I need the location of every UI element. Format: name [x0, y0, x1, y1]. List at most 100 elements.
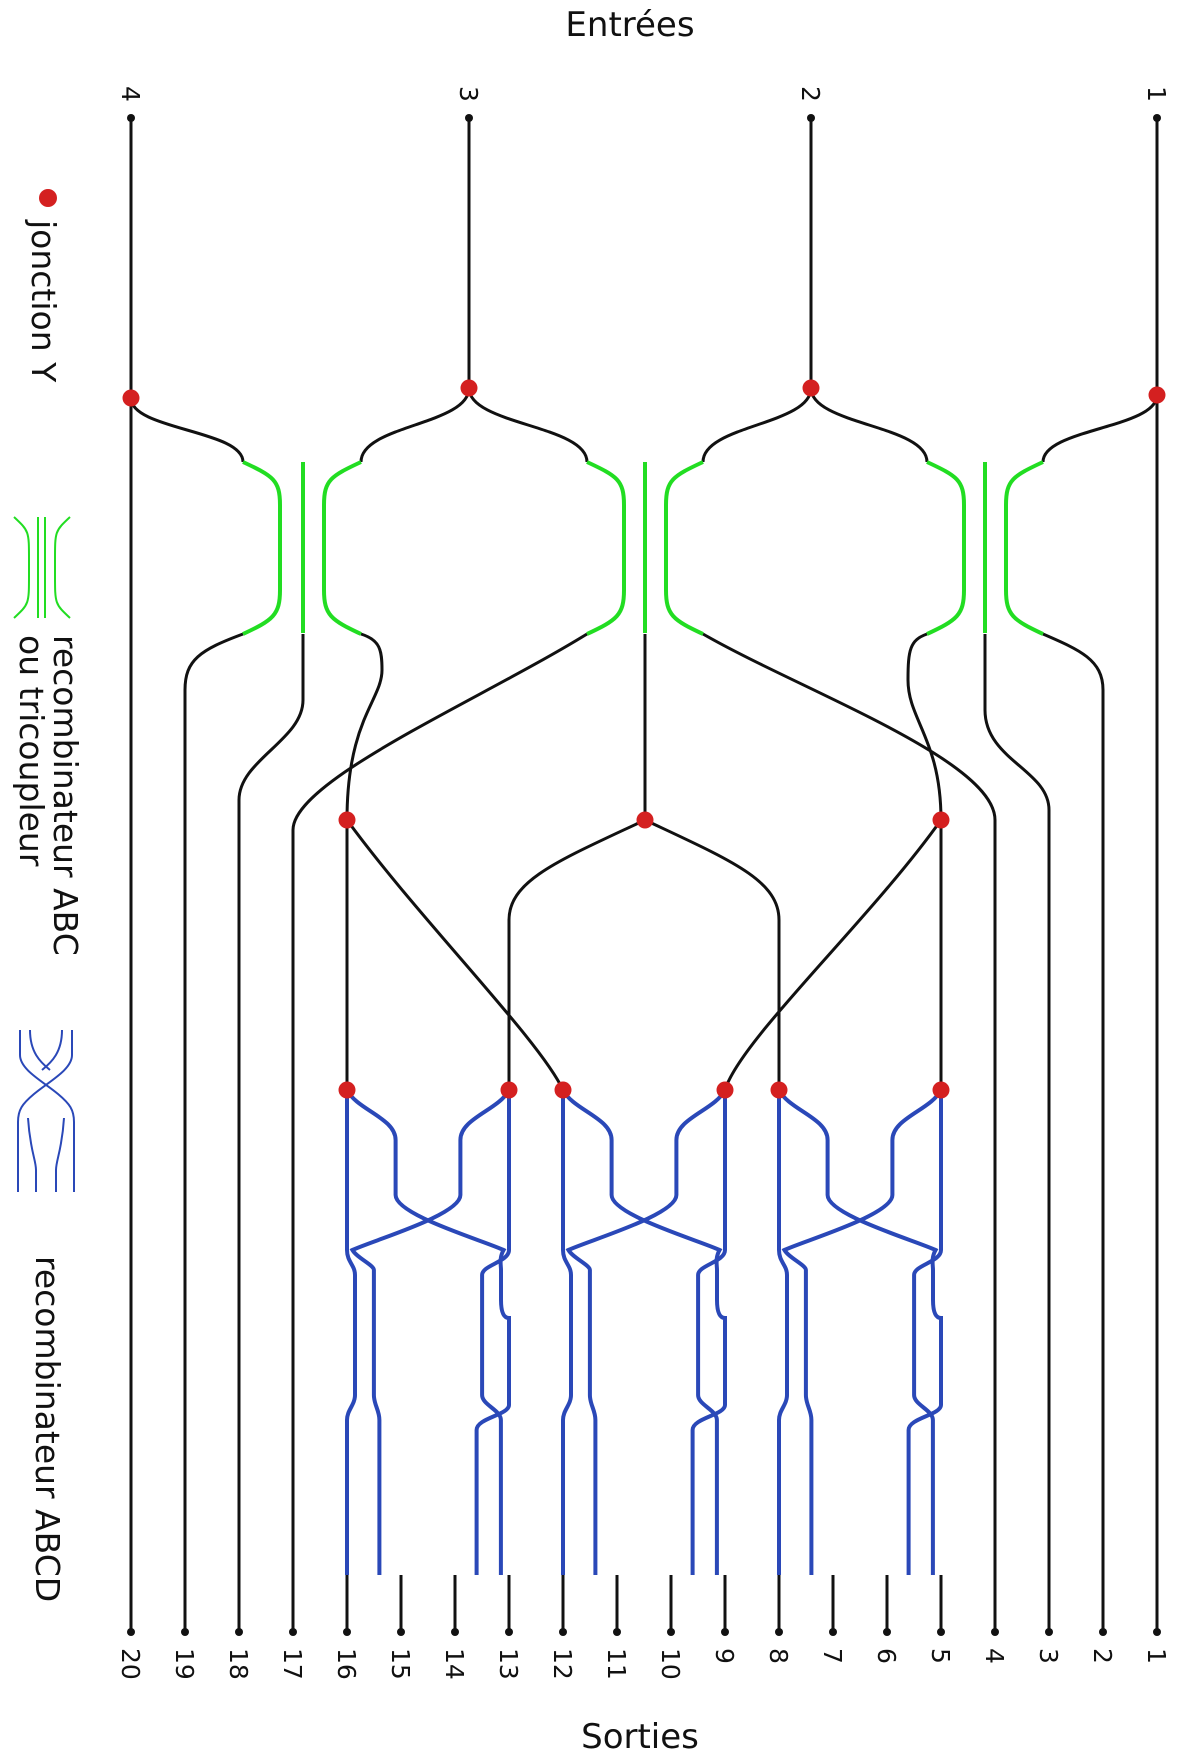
- output-label: 3: [1034, 1648, 1063, 1664]
- output-port-dot: [343, 1628, 351, 1636]
- output-label: 20: [116, 1648, 145, 1680]
- output-port-dot: [775, 1628, 783, 1636]
- inputs-title: Entrées: [565, 5, 694, 45]
- waveguides: [129, 118, 1159, 1632]
- abc-recombiner: [586, 460, 704, 636]
- y-junction-dot: [770, 1081, 788, 1099]
- waveguide: [507, 818, 646, 1090]
- waveguide: [183, 632, 244, 1632]
- y-junction-dot: [932, 811, 950, 829]
- output-port-dot: [667, 1628, 675, 1636]
- output-label: 14: [440, 1648, 469, 1680]
- legend-y-junction-dot: [39, 189, 57, 207]
- input-label: 1: [1142, 86, 1171, 102]
- legend-abc-label-2: ou tricoupleur: [12, 635, 51, 867]
- output-label: 12: [548, 1648, 577, 1680]
- waveguide: [345, 819, 565, 1091]
- y-junction-dot: [554, 1081, 572, 1099]
- legend-abc-icon: [13, 516, 71, 619]
- output-label: 16: [332, 1648, 361, 1680]
- output-port-dot: [721, 1628, 729, 1636]
- waveguide: [1041, 394, 1159, 463]
- output-port-dot: [1099, 1628, 1107, 1636]
- y-junction-dot: [636, 811, 654, 829]
- input-port-dot: [807, 114, 815, 122]
- waveguide: [644, 818, 781, 1090]
- waveguide: [359, 387, 471, 463]
- output-port-dot: [235, 1628, 243, 1636]
- abcd-recombiner: [345, 1088, 511, 1575]
- output-port-dot: [1153, 1628, 1161, 1636]
- output-port-dot: [559, 1628, 567, 1636]
- y-junction-dot: [802, 379, 820, 397]
- output-port-dot: [397, 1628, 405, 1636]
- output-label: 15: [386, 1648, 415, 1680]
- waveguide: [467, 387, 589, 463]
- abc-recombiner: [242, 460, 362, 636]
- input-label: 4: [116, 86, 145, 102]
- legend-abc-label: recombinateur ABC: [46, 635, 85, 956]
- waveguide: [129, 397, 245, 463]
- output-port-dot: [937, 1628, 945, 1636]
- output-label: 1: [1142, 1648, 1171, 1664]
- output-port-dot: [883, 1628, 891, 1636]
- output-label: 6: [872, 1648, 901, 1664]
- y-junction-dot: [338, 1081, 356, 1099]
- waveguide: [291, 632, 588, 1632]
- output-label: 17: [278, 1648, 307, 1680]
- waveguide: [701, 387, 813, 463]
- output-label: 10: [656, 1648, 685, 1680]
- output-label: 18: [224, 1648, 253, 1680]
- y-junction-dot: [1148, 386, 1166, 404]
- output-port-dot: [1045, 1628, 1053, 1636]
- output-label: 8: [764, 1648, 793, 1664]
- waveguide: [1042, 632, 1105, 1632]
- output-port-dot: [829, 1628, 837, 1636]
- abc-recombiner: [926, 460, 1044, 636]
- abcd-recombiners: [345, 1088, 943, 1575]
- output-port-dot: [613, 1628, 621, 1636]
- y-junctions: [122, 379, 1166, 1099]
- waveguide: [345, 632, 384, 1090]
- input-label: 3: [454, 86, 483, 102]
- output-label: 11: [602, 1648, 631, 1680]
- output-port-dot: [289, 1628, 297, 1636]
- input-port-dot: [1153, 114, 1161, 122]
- output-label: 7: [818, 1648, 847, 1664]
- abcd-recombiner: [561, 1088, 727, 1575]
- output-label: 5: [926, 1648, 955, 1664]
- y-junction-dot: [122, 389, 140, 407]
- legend-y-junction-label: jonction Y: [24, 219, 63, 383]
- waveguide: [983, 634, 1051, 1632]
- output-label: 4: [980, 1648, 1009, 1664]
- input-label: 2: [796, 86, 825, 102]
- output-port-dot: [451, 1628, 459, 1636]
- output-label: 19: [170, 1648, 199, 1680]
- y-junction-dot: [716, 1081, 734, 1099]
- output-port-dot: [505, 1628, 513, 1636]
- input-port-dot: [127, 114, 135, 122]
- waveguide: [906, 632, 943, 1090]
- waveguide: [723, 819, 943, 1091]
- input-port-dot: [465, 114, 473, 122]
- outputs-title: Sorties: [581, 1717, 699, 1757]
- output-label: 2: [1088, 1648, 1117, 1664]
- waveguide: [809, 387, 929, 463]
- legend: jonction Y recombinateur ABC ou tricoupl…: [12, 189, 85, 1602]
- legend-abcd-icon: [17, 1029, 75, 1192]
- output-port-dot: [991, 1628, 999, 1636]
- y-junction-dot: [338, 811, 356, 829]
- y-junction-dot: [932, 1081, 950, 1099]
- waveguide: [702, 632, 997, 1632]
- output-label: 9: [710, 1648, 739, 1664]
- output-port-dot: [181, 1628, 189, 1636]
- legend-abcd-label: recombinateur ABCD: [28, 1256, 67, 1602]
- y-junction-dot: [500, 1081, 518, 1099]
- waveguide: [237, 634, 305, 1632]
- abcd-recombiner: [777, 1088, 943, 1575]
- abc-recombiners: [242, 460, 1044, 636]
- output-label: 13: [494, 1648, 523, 1680]
- y-junction-dot: [460, 379, 478, 397]
